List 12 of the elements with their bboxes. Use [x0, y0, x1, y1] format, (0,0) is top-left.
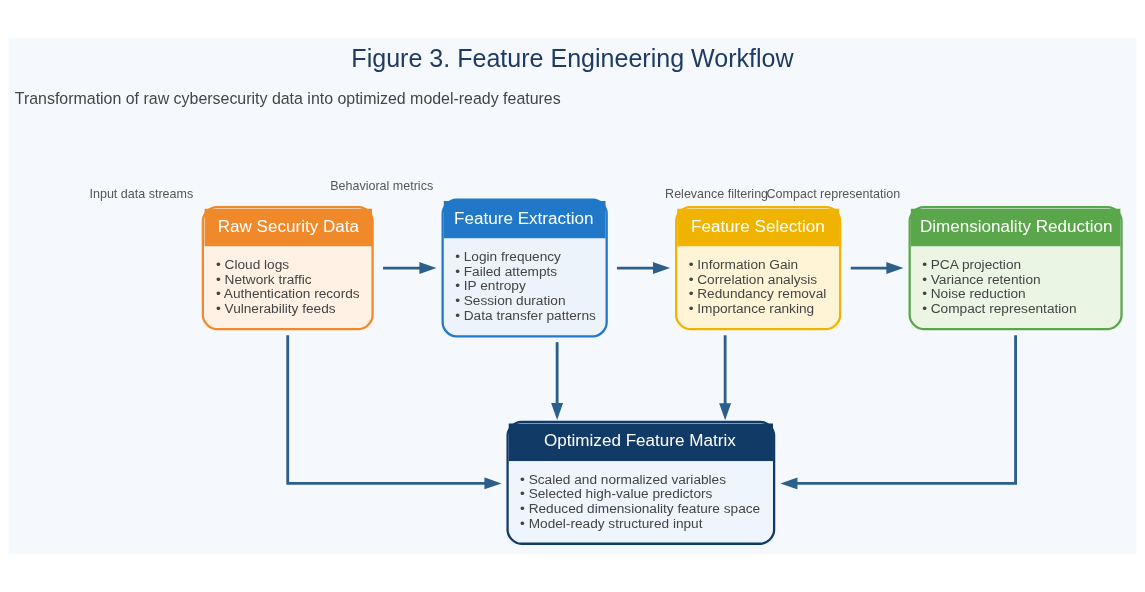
arrow — [286, 335, 502, 490]
node-label: Compact representation — [766, 186, 901, 201]
node-label: Behavioral metrics — [330, 179, 434, 194]
arrow — [616, 262, 671, 275]
diagram-title: Figure 3. Feature Engineering Workflow — [351, 44, 794, 73]
arrow — [719, 335, 732, 421]
arrow — [383, 262, 437, 275]
arrow — [780, 335, 1018, 490]
arrow — [551, 342, 564, 421]
label: Transformation of raw cybersecurity data into optimized model-ready features — [14, 89, 561, 107]
arrow — [850, 262, 904, 275]
node-label: Input data streams — [89, 186, 194, 201]
